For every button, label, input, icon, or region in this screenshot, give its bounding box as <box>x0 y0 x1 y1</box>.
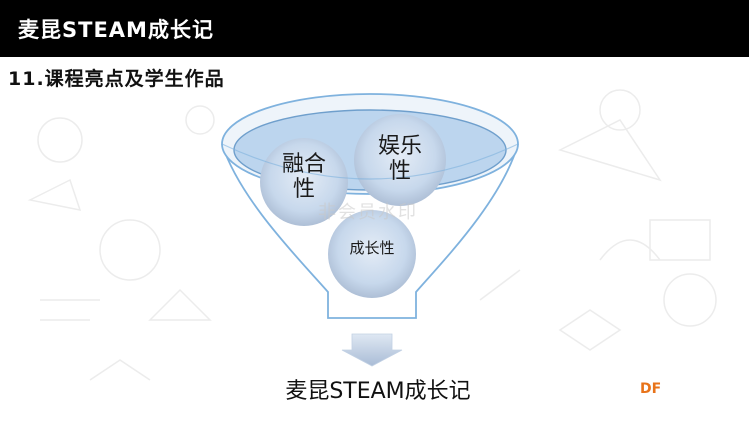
funnel-output-label: 麦昆STEAM成长记 <box>285 379 471 404</box>
circle-label-ronghe-line2: 性 <box>292 177 315 203</box>
circle-label-yule-line1: 娱乐 <box>377 134 422 159</box>
circle-label-yule-line2: 性 <box>388 159 411 185</box>
down-arrow <box>341 333 403 367</box>
header-bar: 麦昆STEAM成长记 <box>0 0 749 57</box>
circle-label-ronghe-line1: 融合 <box>281 152 326 177</box>
circle-label-yule: 娱乐 性 <box>358 134 442 185</box>
circle-yule <box>354 114 446 206</box>
circle-ronghe <box>260 138 348 226</box>
circle-label-ronghe: 融合 性 <box>262 152 346 203</box>
watermark: 非会员水印 <box>318 202 418 223</box>
circle-chengzhang <box>328 210 416 298</box>
df-logo: DF <box>640 381 662 397</box>
section-title: 11.课程亮点及学生作品 <box>8 68 225 90</box>
circle-label-chengzhang: 成长性 <box>349 239 395 257</box>
header-title: 麦昆STEAM成长记 <box>18 18 214 42</box>
